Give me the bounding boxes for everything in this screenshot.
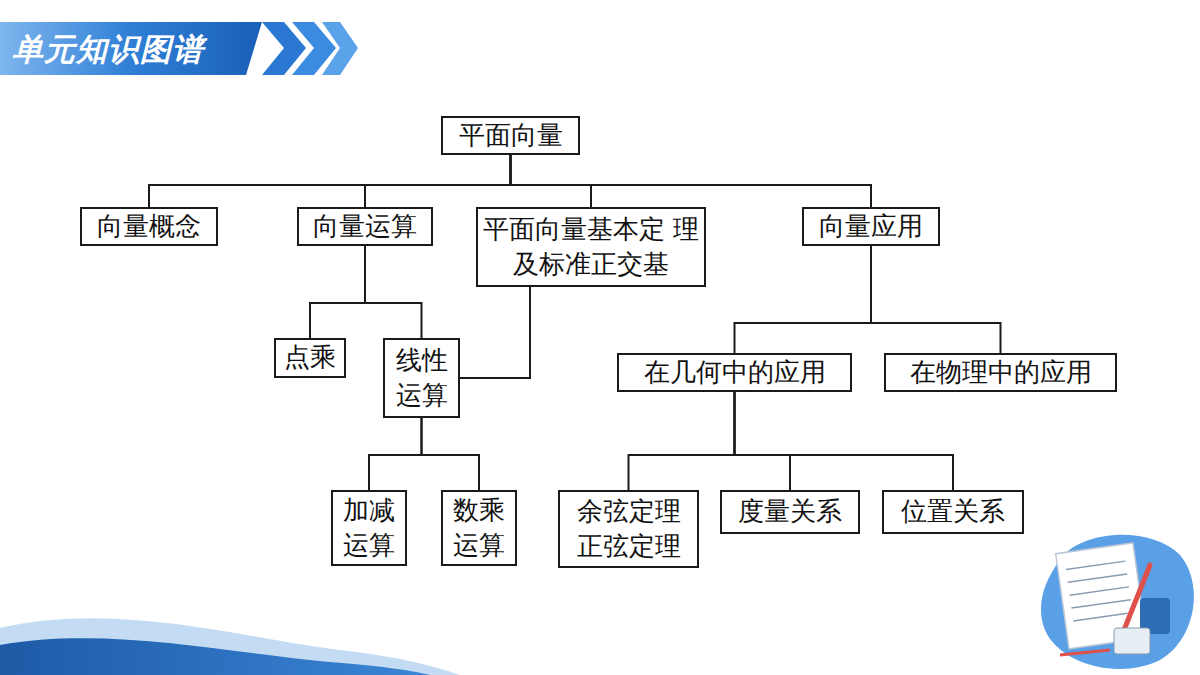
node-label: 向量运算 (313, 209, 417, 244)
concept-box: 向量概念 (80, 207, 218, 246)
concept-box: 数乘 运算 (441, 490, 517, 566)
header-chevron (322, 22, 358, 75)
node-label: 在几何中的应用 (644, 355, 826, 390)
node-label: 余弦定理 正弦定理 (564, 494, 693, 564)
tree-connector (149, 155, 511, 207)
concept-box: 平面向量基本定 理及标准正交基 (476, 207, 706, 287)
footer-wave (0, 618, 460, 675)
node-label: 向量应用 (819, 209, 923, 244)
concept-box: 度量关系 (720, 490, 860, 534)
tree-connector (460, 287, 530, 378)
concept-box: 平面向量 (441, 116, 580, 155)
concept-box: 位置关系 (882, 490, 1024, 534)
tree-connector (422, 418, 480, 490)
concept-box: 加减 运算 (331, 490, 407, 566)
concept-box: 点乘 (274, 338, 346, 378)
node-label: 向量概念 (97, 209, 201, 244)
tree-connector (871, 246, 1001, 353)
node-label: 点乘 (284, 340, 336, 375)
tree-connector (735, 392, 954, 490)
node-label: 在物理中的应用 (910, 355, 1092, 390)
node-label: 线性 运算 (389, 343, 454, 413)
node-label: 平面向量 (459, 118, 563, 153)
math-illustration (1041, 535, 1194, 669)
tree-connector (369, 418, 422, 490)
footer-wave (0, 638, 430, 675)
node-label: 度量关系 (738, 494, 842, 529)
concept-box: 向量应用 (802, 207, 940, 246)
tree-connector (735, 392, 791, 490)
tree-connector (511, 155, 592, 207)
node-label: 数乘 运算 (447, 493, 511, 563)
header-banner (0, 22, 262, 75)
node-label: 加减 运算 (337, 493, 401, 563)
concept-box: 向量运算 (297, 207, 433, 246)
tree-connector (310, 246, 365, 338)
tree-connector (511, 155, 872, 207)
concept-box: 余弦定理 正弦定理 (558, 490, 699, 568)
tree-connector (629, 392, 735, 490)
concept-box: 在几何中的应用 (617, 353, 852, 392)
tree-connector (365, 155, 511, 207)
page-title: 单元知识图谱 (12, 26, 204, 72)
node-label: 位置关系 (901, 494, 1005, 529)
node-label: 平面向量基本定 理及标准正交基 (482, 212, 700, 282)
tree-connector (365, 246, 422, 338)
concept-box: 在物理中的应用 (884, 353, 1117, 392)
concept-box: 线性 运算 (383, 338, 460, 418)
tree-connector (735, 246, 872, 353)
